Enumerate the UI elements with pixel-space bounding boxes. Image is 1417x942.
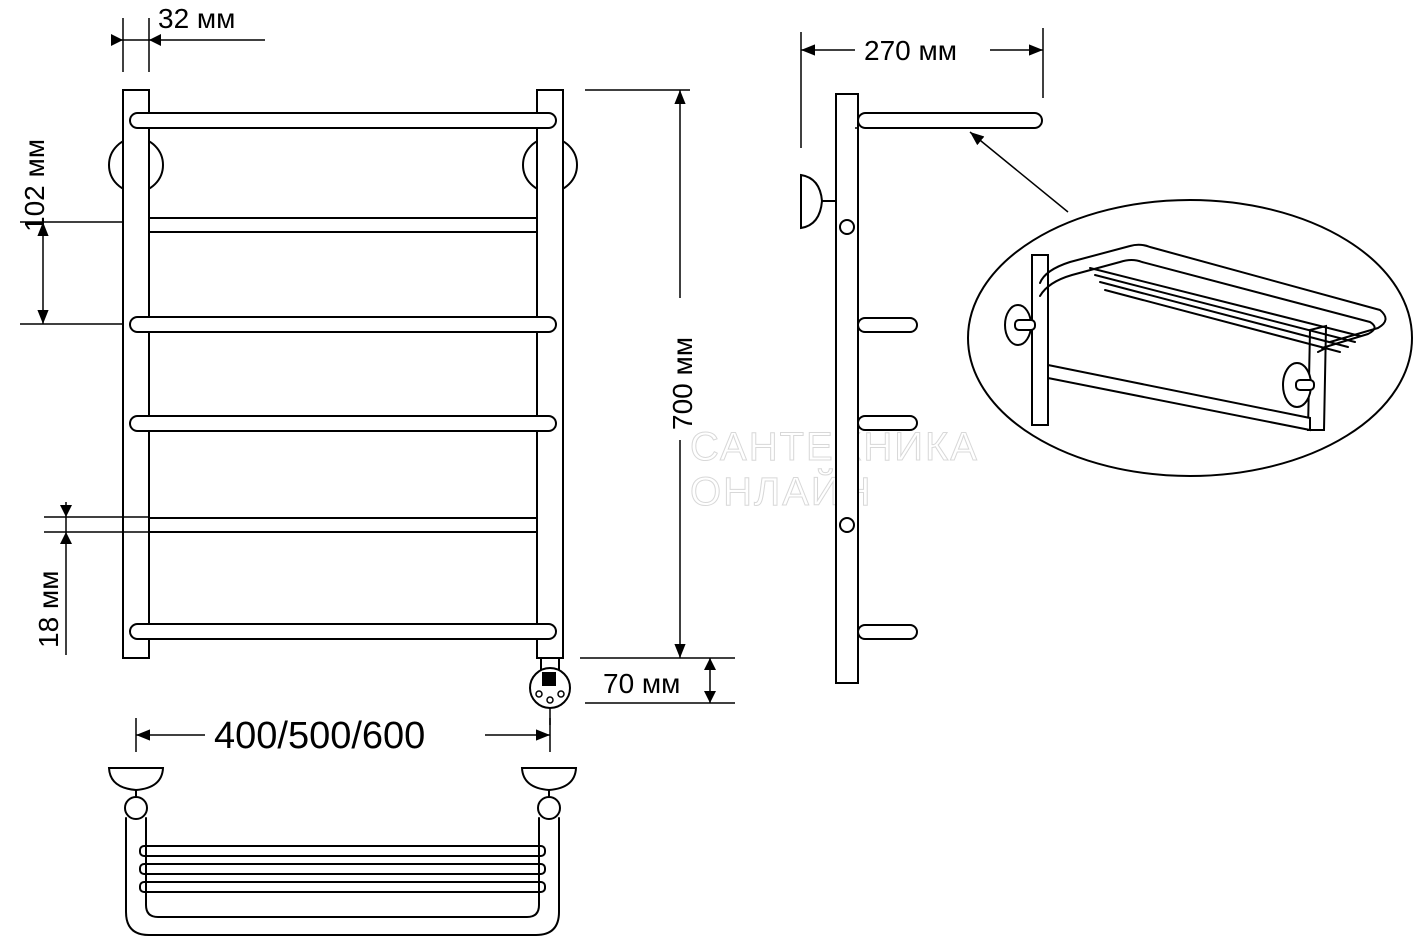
top-right-knob [537, 796, 561, 820]
top-left-flange [107, 767, 165, 792]
rung-4 [129, 623, 557, 640]
rung-1 [129, 112, 557, 129]
side-shelf-arm [857, 112, 1043, 129]
dim-18-arrow-top [60, 505, 72, 517]
lower-frame [148, 429, 538, 519]
top-right-flange [520, 767, 578, 792]
side-rung-stub-2 [857, 415, 918, 431]
left-collector [122, 89, 150, 659]
top-view [107, 767, 578, 936]
top-shelf-bar-2 [139, 863, 546, 875]
watermark: САНТЕХНИКА ОНЛАЙН [690, 425, 979, 515]
dim-tube-width-label: 32 мм [158, 3, 235, 34]
detail-shelf-inner [1039, 259, 1376, 349]
side-collector [835, 93, 859, 684]
top-shelf-bar-3 [139, 881, 546, 893]
thermostat-display [542, 672, 556, 686]
bottom-frame [148, 531, 538, 625]
front-dimensions: 32 мм 102 мм 700 мм 18 мм 70 мм 400/500/… [19, 3, 735, 757]
top-left-knob [124, 796, 148, 820]
dim-depth-label: 270 мм [864, 35, 957, 66]
dim-widths-label: 400/500/600 [214, 715, 425, 757]
thermostat-button-1 [535, 690, 543, 698]
detail-left-post [1031, 254, 1049, 426]
thermostat-button-3 [557, 690, 565, 698]
right-collector [536, 89, 564, 659]
side-rung-stub-1 [857, 317, 918, 333]
rung-3 [129, 415, 557, 432]
dim-18-arrow-bottom [60, 532, 72, 544]
rung-2 [129, 316, 557, 333]
detail-lower-rung [1047, 363, 1311, 432]
watermark-line1: САНТЕХНИКА [690, 425, 979, 469]
top-outer-u [125, 817, 560, 936]
thermostat-button-2 [546, 696, 554, 704]
detail-shelf-bar-1 [1089, 267, 1361, 337]
dim-thermostat-offset-label: 70 мм [603, 668, 680, 699]
upper-frame [148, 127, 538, 219]
detail-shelf-bar-4 [1104, 289, 1341, 353]
detail-shelf-outer [1039, 243, 1387, 343]
side-rung-end-2 [839, 517, 855, 533]
side-rung-stub-3 [857, 624, 918, 640]
detail-left-mount-stem [1014, 319, 1036, 331]
top-inner-u [145, 817, 540, 918]
mid-frame [148, 231, 538, 321]
detail-shelf-end [1317, 347, 1327, 353]
detail-shelf-bar-3 [1099, 281, 1349, 348]
dim-tube-diameter-label: 18 мм [33, 571, 64, 648]
dim-70-arrow-top [704, 658, 716, 670]
detail-callout [967, 131, 1413, 477]
side-wall-flange [800, 173, 824, 230]
detail-right-mount-stem [1295, 379, 1315, 391]
dim-height-label: 700 мм [667, 337, 698, 430]
dim-70-arrow-bottom [704, 691, 716, 703]
callout-leader [969, 131, 1069, 213]
front-view [108, 89, 578, 725]
dim-rung-spacing-label: 102 мм [19, 139, 50, 232]
top-shelf-bar-1 [139, 845, 546, 857]
dim-32-arrow-left [111, 34, 123, 46]
detail-shelf-bar-2 [1094, 274, 1356, 343]
dim-32-arrow-right [149, 34, 161, 46]
side-rung-end-1 [839, 219, 855, 235]
side-view: 270 мм [800, 28, 1044, 684]
